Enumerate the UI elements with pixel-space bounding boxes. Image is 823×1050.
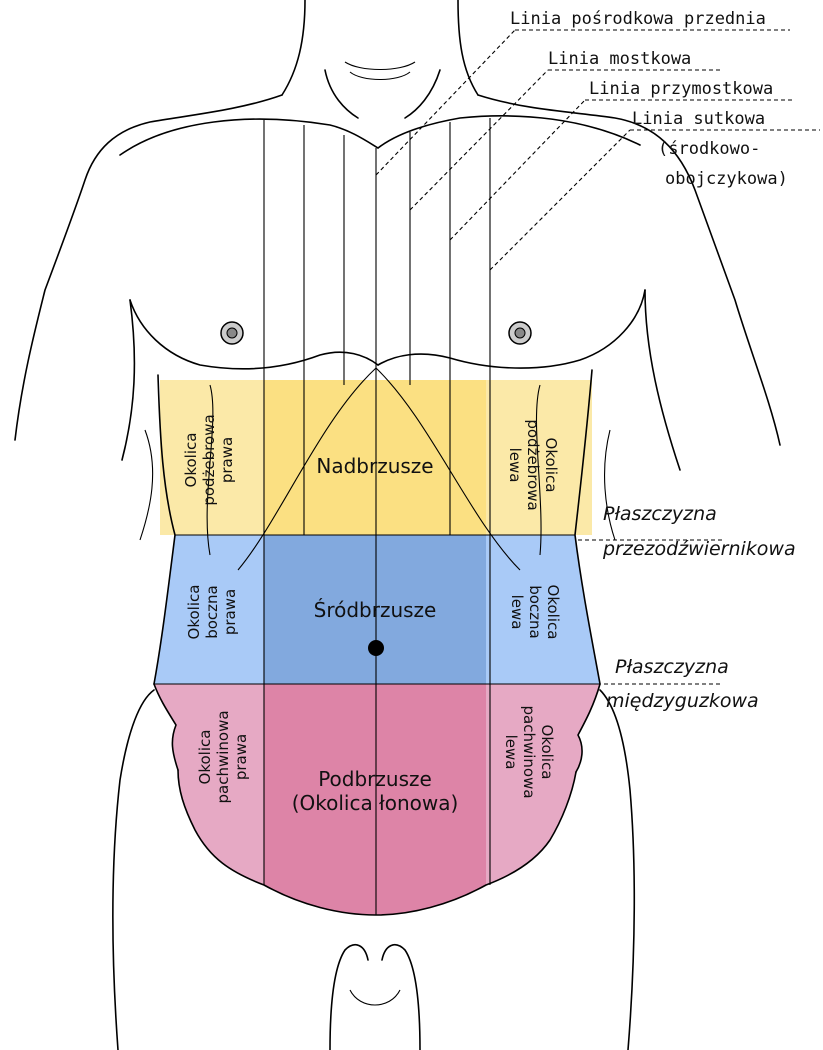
l-inguinal-fill <box>486 684 600 885</box>
label-sternal-line: Linia mostkowa <box>548 49 691 69</box>
label-intertubercular-1: Płaszczyzna <box>615 656 729 678</box>
l-lateral-line1: Okolica <box>544 585 562 640</box>
r-inguinal-line2: pachwinowa <box>214 710 232 803</box>
r-lateral-line3: prawa <box>221 589 239 635</box>
label-hypogastrium-1: Podbrzusze <box>318 767 432 791</box>
l-inguinal-line1: Okolica <box>538 725 556 780</box>
r-lateral-line1: Okolica <box>185 585 203 640</box>
label-r-lateral: Okolica boczna prawa <box>185 585 239 640</box>
label-intertubercular-2: międzyguzkowa <box>606 690 759 712</box>
l-inguinal-line2: pachwinowa <box>520 705 538 798</box>
label-hypogastrium-2: (Okolica łonowa) <box>292 791 459 815</box>
l-hypochondriac-line3: lewa <box>506 448 524 483</box>
r-hypochondriac-line1: Okolica <box>182 433 200 488</box>
r-inguinal-line3: prawa <box>232 734 250 780</box>
label-epigastrium: Nadbrzusze <box>316 454 433 478</box>
l-lateral-line2: boczna <box>526 585 544 639</box>
label-parasternal-line: Linia przymostkowa <box>589 79 773 99</box>
label-mammillary-line: Linia sutkowa <box>632 109 765 129</box>
l-inguinal-line3: lewa <box>502 735 520 770</box>
r-inguinal-line1: Okolica <box>196 730 214 785</box>
r-lateral-line2: boczna <box>203 585 221 639</box>
l-lateral-line3: lewa <box>508 595 526 630</box>
l-hypochondriac-line1: Okolica <box>542 438 560 493</box>
label-midline: Linia pośrodkowa przednia <box>510 9 766 29</box>
label-mammillary-sub1: (środkowo- <box>658 139 760 159</box>
label-umbilical: Śródbrzusze <box>314 598 437 622</box>
label-transpyloric-2: przezodźwiernikowa <box>602 538 796 560</box>
r-hypochondriac-line2: podżebrowa <box>200 414 218 505</box>
l-hypochondriac-line2: podżebrowa <box>524 419 542 510</box>
r-hypochondriac-line3: prawa <box>218 437 236 483</box>
label-transpyloric-1: Płaszczyzna <box>603 503 717 525</box>
label-mammillary-sub2: obojczykowa) <box>665 169 788 189</box>
